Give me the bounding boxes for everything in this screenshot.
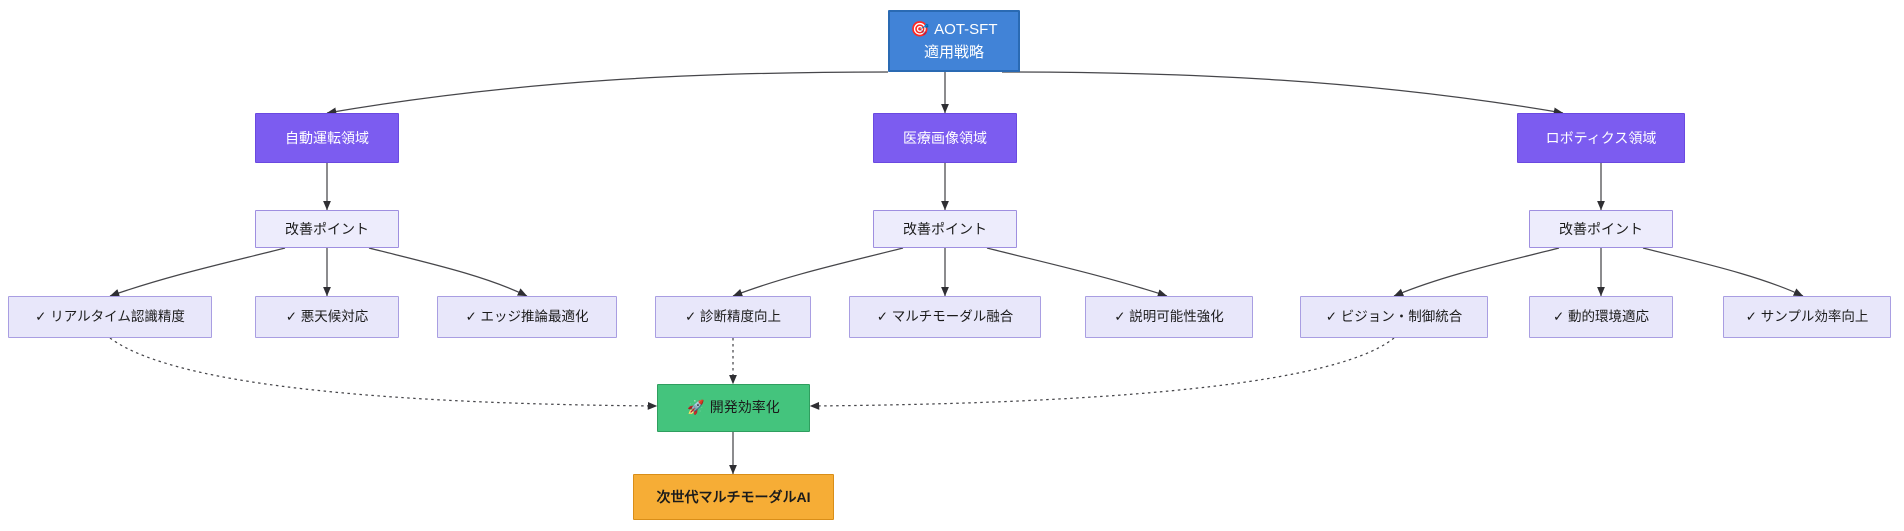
node-domain-robotics[interactable]: ロボティクス領域 [1517, 113, 1685, 163]
node-leaf-diagnostic-accuracy[interactable]: ✓ 診断精度向上 [655, 296, 811, 338]
target-icon: 🎯 [910, 19, 930, 38]
node-leaf-diagnostic-accuracy-label: ✓ 診断精度向上 [684, 308, 782, 324]
node-point-auto-label: 改善ポイント [285, 220, 369, 237]
node-domain-medical[interactable]: 医療画像領域 [873, 113, 1017, 163]
node-leaf-edge-inference-label: ✓ エッジ推論最適化 [465, 308, 589, 324]
node-domain-robotics-label: ロボティクス領域 [1545, 129, 1657, 146]
node-outcome-dev-efficiency[interactable]: 🚀開発効率化 [657, 384, 810, 432]
node-final-next-gen-ai-label: 次世代マルチモーダルAI [656, 488, 811, 505]
node-leaf-vision-control-label: ✓ ビジョン・制御統合 [1325, 308, 1463, 324]
node-leaf-bad-weather-label: ✓ 悪天候対応 [285, 308, 369, 324]
node-root-line1: AOT-SFT [934, 20, 998, 38]
node-point-robotics-label: 改善ポイント [1559, 220, 1643, 237]
node-outcome-label: 開発効率化 [709, 399, 780, 416]
node-leaf-multimodal-fusion[interactable]: ✓ マルチモーダル融合 [849, 296, 1041, 338]
node-point-auto[interactable]: 改善ポイント [255, 210, 399, 248]
node-root-text: 🎯AOT-SFT 適用戦略 [910, 18, 997, 65]
node-leaf-bad-weather[interactable]: ✓ 悪天候対応 [255, 296, 399, 338]
node-leaf-explainability[interactable]: ✓ 説明可能性強化 [1085, 296, 1253, 338]
node-leaf-multimodal-fusion-label: ✓ マルチモーダル融合 [876, 308, 1014, 324]
node-domain-medical-label: 医療画像領域 [903, 129, 987, 146]
node-leaf-explainability-label: ✓ 説明可能性強化 [1114, 308, 1224, 324]
node-final-next-gen-ai[interactable]: 次世代マルチモーダルAI [633, 474, 834, 520]
node-leaf-edge-inference[interactable]: ✓ エッジ推論最適化 [437, 296, 617, 338]
node-point-medical[interactable]: 改善ポイント [873, 210, 1017, 248]
node-leaf-dynamic-adaptation-label: ✓ 動的環境適応 [1552, 308, 1650, 324]
node-outcome-text: 🚀開発効率化 [687, 398, 779, 418]
rocket-icon: 🚀 [687, 400, 705, 417]
node-root-line2: 適用戦略 [923, 44, 984, 61]
node-point-medical-label: 改善ポイント [903, 220, 987, 237]
node-leaf-sample-efficiency[interactable]: ✓ サンプル効率向上 [1723, 296, 1891, 338]
node-leaf-dynamic-adaptation[interactable]: ✓ 動的環境適応 [1529, 296, 1673, 338]
node-root[interactable]: 🎯AOT-SFT 適用戦略 [888, 10, 1020, 72]
node-leaf-vision-control[interactable]: ✓ ビジョン・制御統合 [1300, 296, 1488, 338]
node-leaf-realtime-accuracy-label: ✓ リアルタイム認識精度 [35, 308, 185, 324]
node-point-robotics[interactable]: 改善ポイント [1529, 210, 1673, 248]
node-domain-auto-label: 自動運転領域 [285, 129, 369, 146]
node-leaf-sample-efficiency-label: ✓ サンプル効率向上 [1745, 308, 1869, 324]
node-domain-auto[interactable]: 自動運転領域 [255, 113, 399, 163]
node-leaf-realtime-accuracy[interactable]: ✓ リアルタイム認識精度 [8, 296, 212, 338]
